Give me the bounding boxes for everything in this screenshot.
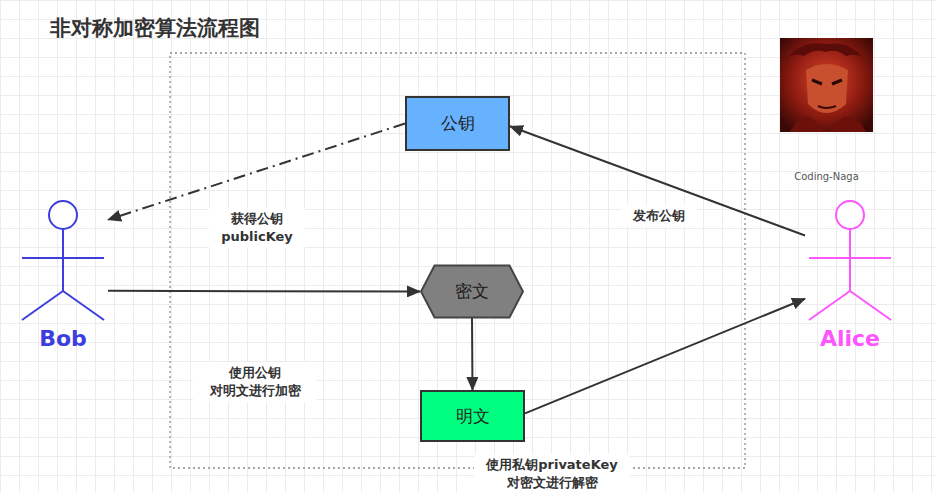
figure-leg	[22, 291, 63, 320]
figure-body	[62, 229, 64, 291]
node-text: 密文	[455, 280, 489, 303]
flow-arrow	[108, 124, 405, 220]
figure-leg	[809, 291, 850, 320]
avatar-caption: Coding-Naga	[780, 171, 873, 182]
plain-box: 明文	[420, 390, 525, 442]
edge-label: 使用公钥 对明文进行加密	[196, 364, 314, 400]
flow-arrow	[525, 299, 805, 414]
node-text: 公钥	[441, 112, 475, 135]
actor-bob: Bob	[18, 196, 108, 354]
figure-arms	[809, 257, 891, 259]
flow-arrow	[108, 290, 420, 293]
actor-alice: Alice	[805, 196, 895, 354]
edge-label: 获得公钥 publicKey	[212, 210, 302, 246]
flow-arrow	[471, 318, 474, 390]
actor-name: Alice	[785, 326, 915, 351]
edge-label: 发布公钥	[624, 207, 694, 225]
figure-leg	[850, 291, 891, 320]
hexagon-shape	[421, 266, 523, 318]
actor-name: Bob	[0, 326, 128, 351]
diagram-title: 非对称加密算法流程图	[50, 14, 936, 42]
figure-arms	[22, 257, 104, 259]
region-border	[170, 53, 745, 468]
figure-leg	[63, 291, 104, 320]
figure-head	[836, 201, 864, 229]
flow-arrow	[510, 126, 805, 235]
key-box: 公钥	[405, 96, 510, 151]
node-text: 明文	[456, 405, 490, 428]
edge-label: 使用私钥privateKey 对密文进行解密	[477, 456, 627, 492]
figure-body	[849, 229, 851, 291]
cipher-hexagon: 密文	[420, 265, 524, 318]
avatar-image	[780, 38, 873, 132]
figure-head	[49, 201, 77, 229]
